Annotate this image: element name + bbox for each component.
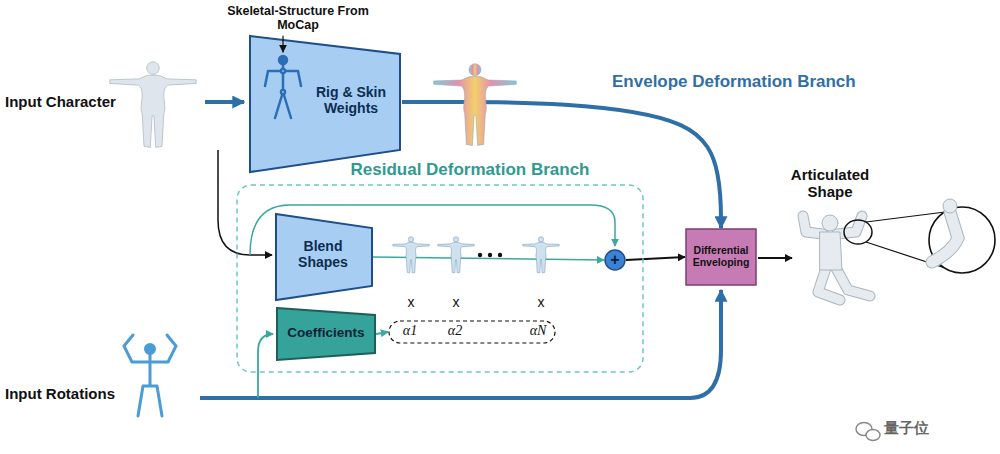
blend-trapezoid: Blend Shapes xyxy=(275,213,373,301)
enveloping-box: Differential Enveloping xyxy=(685,228,757,286)
node-label: Blend Shapes xyxy=(281,238,365,270)
multiply-sign: x xyxy=(531,294,551,310)
sum-circle: + xyxy=(604,249,626,271)
rigged-figure xyxy=(434,64,517,146)
articulated-figure-part xyxy=(820,232,842,270)
node-label: + xyxy=(604,250,626,269)
node-label: Rig & Skin Weights xyxy=(304,84,398,116)
node-label: Differential Enveloping xyxy=(688,244,754,268)
node-label: α2 xyxy=(440,323,470,339)
articulated-figure-part xyxy=(803,216,870,300)
blend-shape-figures-part xyxy=(393,237,429,273)
circle-shape xyxy=(605,250,625,270)
detail-zoom-part xyxy=(932,212,958,262)
branch-region: Residual Deformation BranchBlend ShapesC… xyxy=(236,160,644,374)
multiply-sign: x xyxy=(446,294,466,310)
input-character-figure xyxy=(110,62,196,148)
node-label: α1 xyxy=(395,323,425,339)
node-label: αN xyxy=(523,323,553,339)
blend-shape-figures-part xyxy=(523,237,559,273)
detail-zoom xyxy=(844,199,995,273)
rotation-skeleton xyxy=(124,335,176,416)
blend-shape-figures-part xyxy=(478,253,482,257)
connector xyxy=(376,332,388,334)
dashed-region xyxy=(237,185,643,372)
flow-arrows-part xyxy=(258,334,273,398)
coefficient-box: Coefficients xyxy=(276,307,376,361)
detail-zoom-part xyxy=(929,207,995,273)
node-label: Coefficients xyxy=(279,325,373,341)
watermark: 量子位 xyxy=(884,420,964,437)
blend-shape-figures-part xyxy=(438,237,474,273)
coefficient-box-shape xyxy=(277,308,375,360)
watermark-icon xyxy=(856,423,880,441)
articulated-figure-part xyxy=(822,215,838,231)
rig-trapezoid-shape xyxy=(250,36,400,172)
rotation-skeleton-part xyxy=(124,335,176,416)
blend-shape-figures xyxy=(393,237,559,273)
branch-label: Envelope Deformation Branch xyxy=(612,72,882,92)
rect-shape xyxy=(686,229,756,285)
blend-trapezoid-shape xyxy=(276,214,372,300)
articulated-figure xyxy=(803,215,870,300)
input-label: Input Rotations xyxy=(5,385,130,402)
detail-zoom-part xyxy=(943,199,957,213)
output-label: Articulated Shape xyxy=(770,166,890,201)
watermark-icon-part xyxy=(866,430,880,441)
rigged-figure-part xyxy=(434,64,517,146)
detail-zoom-part xyxy=(844,220,872,244)
blend-shape-figures-part xyxy=(488,253,492,257)
rig-trapezoid: Skeletal-Structure From MoCapRig & Skin … xyxy=(248,4,402,176)
dashed-capsule xyxy=(389,321,555,343)
detail-zoom-part xyxy=(932,212,958,262)
input-label: Input Character xyxy=(5,93,130,110)
node-heading: Skeletal-Structure From MoCap xyxy=(223,4,373,33)
flow-arrows-part xyxy=(758,257,792,259)
blend-shape-figures-part xyxy=(498,253,502,257)
input-character-figure-part xyxy=(110,62,196,148)
connector xyxy=(626,257,685,260)
detail-zoom-part xyxy=(866,212,945,222)
articulated-figure-part xyxy=(803,216,870,300)
flow-arrows-part xyxy=(205,100,244,104)
rotation-skeleton-part xyxy=(146,345,155,354)
multiply-sign: x xyxy=(401,294,421,310)
node-label: Residual Deformation Branch xyxy=(320,160,620,180)
coefficient-list: α1 α2 αN xyxy=(388,320,556,344)
